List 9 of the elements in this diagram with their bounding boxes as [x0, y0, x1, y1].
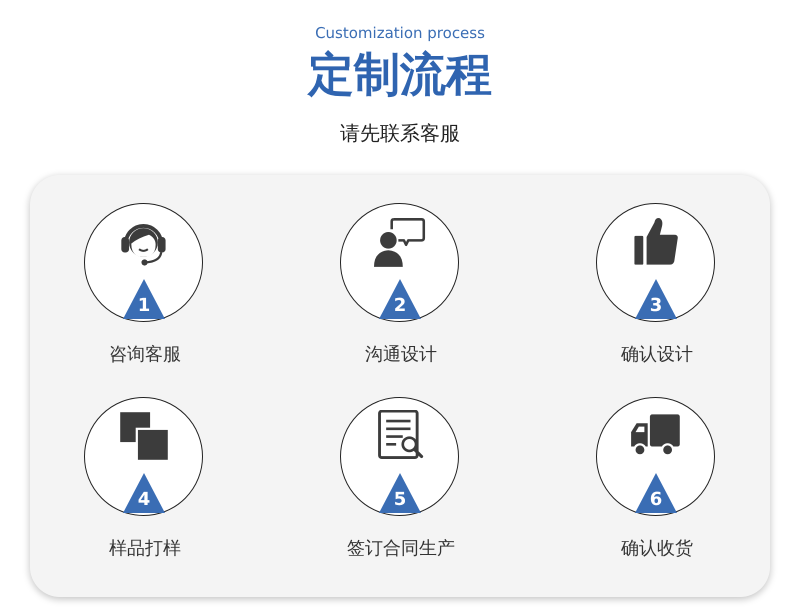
step-label: 确认设计: [621, 343, 693, 366]
step-label: 沟通设计: [365, 343, 437, 366]
heading: 定制流程: [308, 46, 492, 102]
subheading: 请先联系客服: [340, 120, 460, 147]
step-label: 咨询客服: [109, 343, 181, 366]
step-label: 样品打样: [109, 537, 181, 560]
step-label: 签订合同生产: [347, 537, 455, 560]
english-heading: Customization process: [315, 23, 485, 43]
step-label: 确认收货: [621, 537, 693, 560]
